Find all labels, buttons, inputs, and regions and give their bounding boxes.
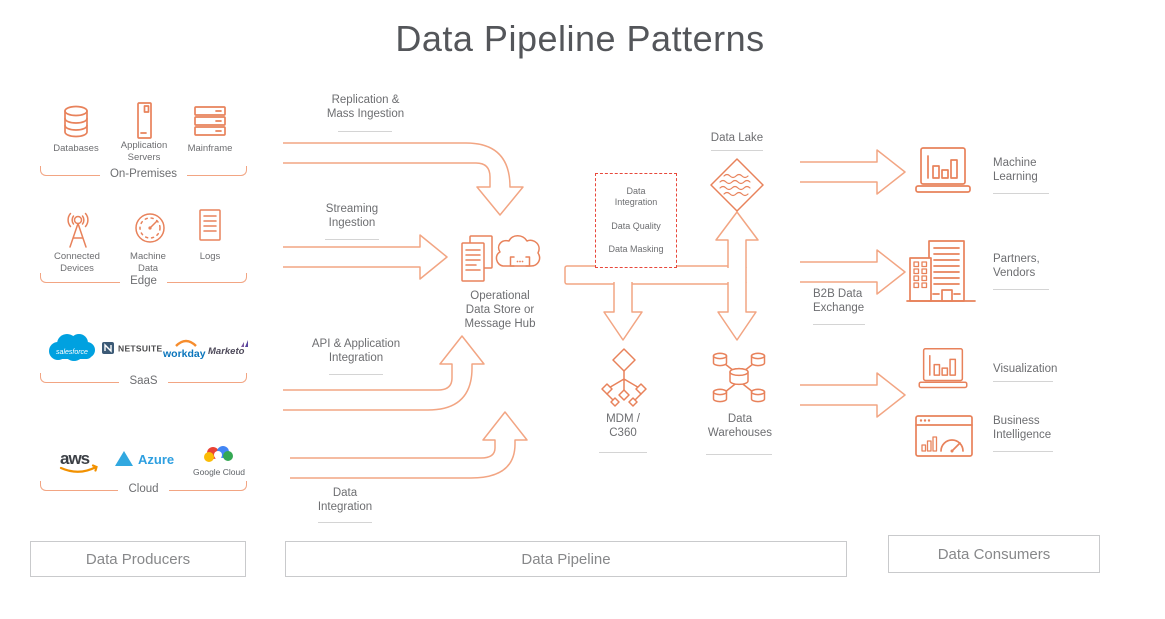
business-intelligence-icon [914,412,974,465]
data-lake-label: Data Lake [710,132,764,144]
bracket-arm [187,166,248,176]
bracket-arm [40,481,119,491]
data-integration-label: Data Integration [317,487,373,514]
data-pipeline-box-label: Data Pipeline [521,550,611,568]
streaming-label: Streaming Ingestion [325,203,379,230]
google-cloud-logo: Google Cloud [190,440,250,489]
cloud-label: Cloud [128,483,159,495]
netsuite-wordmark: NETSUITE [118,344,162,354]
message-cloud-icon [490,228,546,283]
page-title: Data Pipeline Patterns [395,18,765,59]
aws-logo: aws [57,445,105,482]
application-servers-label: Application Servers [120,140,168,163]
machine-data-icon [133,211,167,250]
pipeline-services-box: Data Integration Data Quality Data Maski… [595,173,677,268]
label-underline [993,381,1053,382]
data-warehouses-label: Data Warehouses [707,413,773,440]
workday-logo: workday [162,338,210,365]
replication-label: Replication & Mass Ingestion [326,94,405,121]
to-data-lake-arrow [715,211,759,268]
machine-data-label: Machine Data [130,251,166,274]
service-data-masking: Data Masking [608,243,664,254]
marketo-logo: Marketo [208,340,250,363]
workday-wordmark: workday [162,348,206,360]
api-integration-label: API & Application Integration [311,338,401,365]
netsuite-logo: NETSUITE [101,340,163,361]
label-underline [711,150,763,151]
data-warehouses-icon [706,348,772,413]
mainframe-label: Mainframe [187,143,233,154]
partners-buildings-icon [904,236,978,311]
label-underline [993,193,1049,194]
bracket-arm [40,273,121,283]
machine-learning-icon [913,146,973,201]
data-producers-box: Data Producers [30,541,246,577]
service-data-quality: Data Quality [611,220,661,231]
label-underline [318,522,372,523]
hub-label: Operational Data Store or Message Hub [464,290,536,331]
logs-icon [196,208,224,251]
label-underline [338,131,392,132]
edge-bracket: Edge [40,271,248,287]
on-premises-bracket: On-Premises [40,164,248,180]
to-visualization-arrow [800,372,906,418]
visualization-icon [915,347,971,396]
google-cloud-wordmark: Google Cloud [193,467,245,477]
replication-arrow [283,142,524,216]
mainframe-icon [192,104,228,143]
mdm-icon [594,347,654,416]
data-lake-icon [708,156,766,219]
label-underline [993,451,1053,452]
api-integration-arrow [283,335,485,411]
business-intelligence-label: Business Intelligence [993,415,1052,442]
partners-vendors-label: Partners, Vendors [993,253,1040,280]
streaming-arrow [283,234,448,280]
databases-label: Databases [53,143,99,154]
azure-wordmark: Azure [138,452,174,467]
machine-learning-label: Machine Learning [993,157,1038,184]
logs-label: Logs [199,251,221,262]
azure-logo: Azure [112,448,184,475]
application-servers-icon [132,101,156,146]
marketo-wordmark: Marketo [208,346,245,357]
visualization-label: Visualization [993,363,1058,375]
label-underline [599,452,647,453]
mdm-label: MDM / C360 [606,413,640,440]
saas-label: SaaS [129,375,158,387]
data-consumers-box: Data Consumers [888,535,1100,573]
data-consumers-box-label: Data Consumers [937,545,1051,563]
saas-bracket: SaaS [40,371,248,387]
label-underline [993,289,1049,290]
salesforce-logo: salesforce [44,330,98,375]
label-underline [706,454,772,455]
bracket-arm [166,273,248,283]
data-integration-arrow [290,411,528,479]
label-underline [325,239,379,240]
documents-icon [459,234,495,293]
bracket-arm [168,481,247,491]
salesforce-wordmark: salesforce [56,349,88,356]
bracket-arm [167,373,248,383]
to-machine-learning-arrow [800,149,906,195]
to-warehouses-arrow [717,282,757,341]
on-premises-label: On-Premises [109,168,178,180]
bracket-arm [40,166,100,176]
pipeline-pipe [564,265,747,285]
bracket-arm [40,373,120,383]
label-underline [329,374,383,375]
databases-icon [61,104,91,145]
service-data-integration: Data Integration [614,186,658,208]
cloud-bracket: Cloud [40,479,247,495]
aws-wordmark: aws [60,449,90,468]
edge-label: Edge [130,275,157,287]
label-underline [813,324,865,325]
connected-devices-icon [60,210,96,255]
connected-devices-label: Connected Devices [54,251,100,274]
data-pipeline-box: Data Pipeline [285,541,847,577]
to-mdm-arrow [603,282,643,341]
to-partners-arrow [800,249,906,295]
b2b-exchange-label: B2B Data Exchange [813,288,865,315]
data-producers-box-label: Data Producers [85,550,191,568]
